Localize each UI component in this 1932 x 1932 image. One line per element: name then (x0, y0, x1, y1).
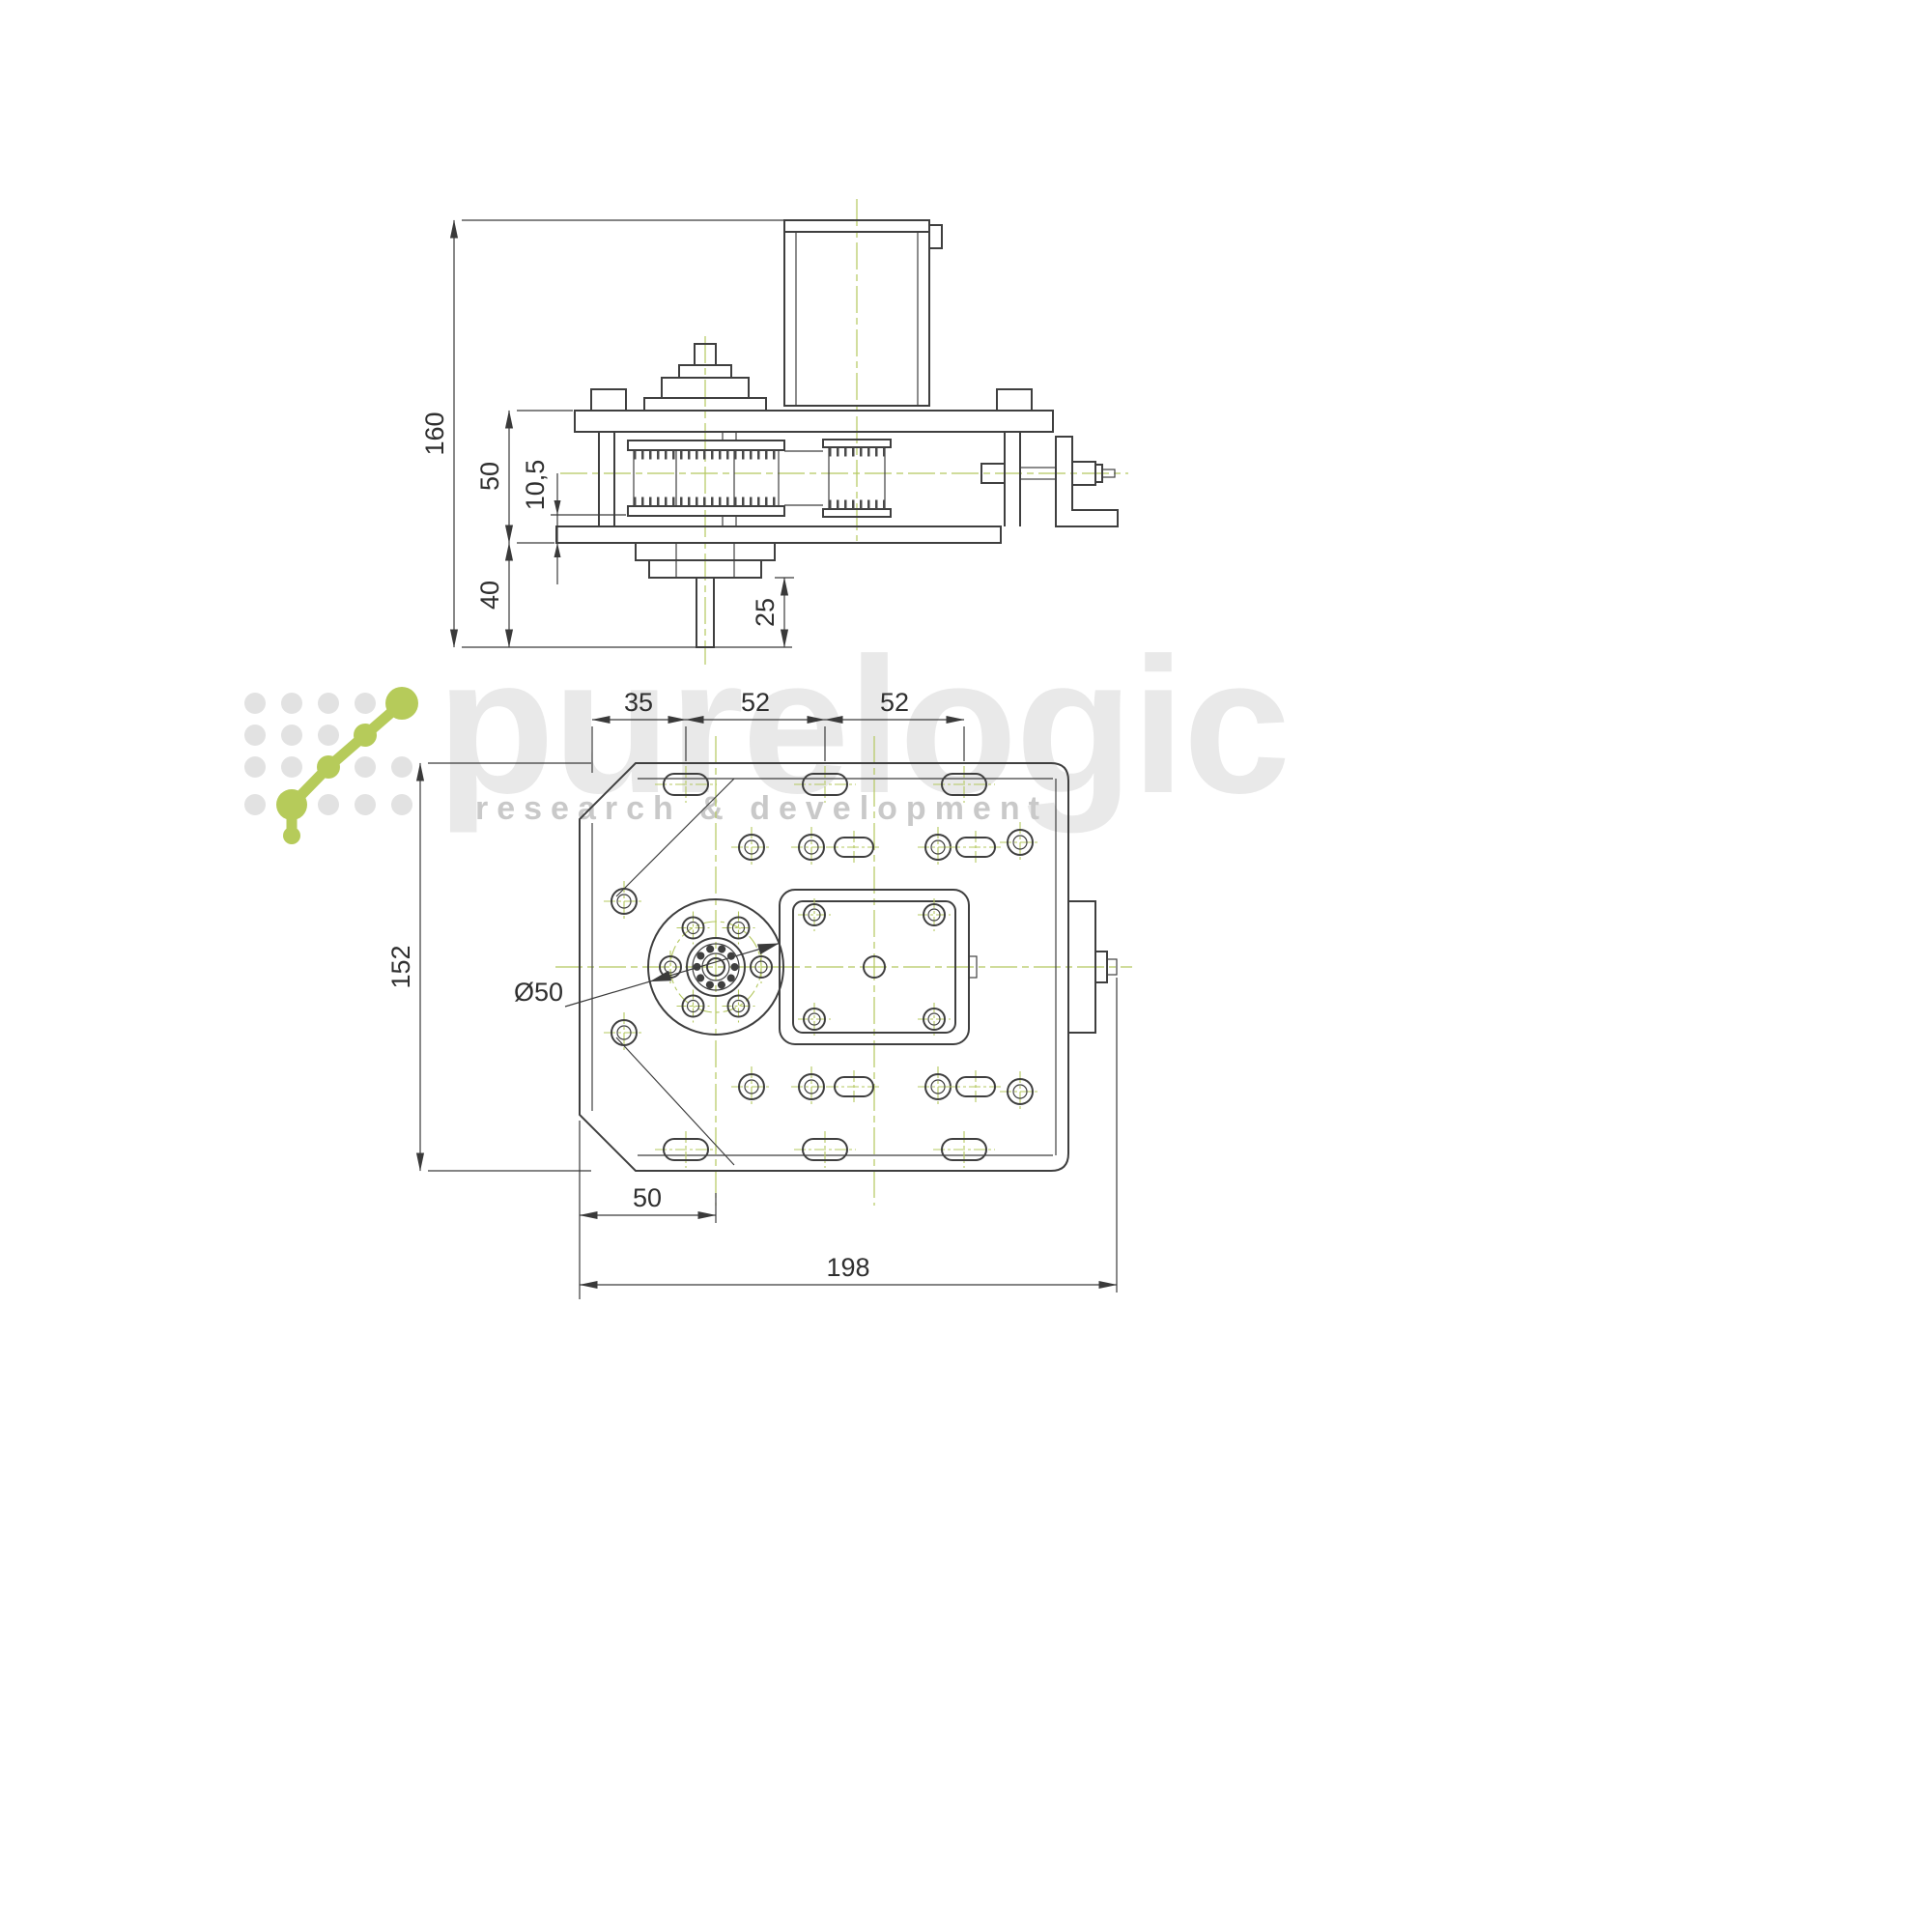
support-plates (598, 432, 1021, 526)
bearing-flange (647, 898, 784, 1036)
dim-dia-50: Ø50 (514, 978, 563, 1007)
side-view-dim-labels: 160 50 10,5 40 25 (420, 412, 780, 627)
dim-10-5: 10,5 (521, 460, 550, 511)
angle-bracket (1055, 436, 1119, 527)
ball-bearing (686, 937, 746, 997)
dim-35: 35 (624, 688, 653, 717)
side-view-dimensions (449, 219, 854, 648)
dim-198: 198 (826, 1253, 869, 1282)
access-cover (779, 889, 978, 1045)
idler-pulley (643, 343, 767, 412)
plan-view-dim-labels: 35 52 52 152 Ø50 50 198 (386, 688, 909, 1282)
dim-50-side: 50 (475, 462, 504, 491)
side-boss (1067, 900, 1118, 1034)
plan-view: 35 52 52 152 Ø50 50 198 (386, 688, 1132, 1299)
dim-52-left: 52 (741, 688, 770, 717)
dim-50-plan: 50 (633, 1183, 662, 1212)
timing-belt (784, 450, 823, 506)
watermark-brand-text: purelogic (437, 618, 1291, 834)
dim-52-right: 52 (880, 688, 909, 717)
plan-view-dimensions (415, 715, 1118, 1299)
watermark-tagline-text: research & development (475, 790, 1048, 827)
side-elevation-view: 160 50 10,5 40 25 (420, 199, 1128, 665)
watermark-logo-icon (243, 669, 427, 858)
bottom-plate (555, 526, 1002, 544)
dim-40: 40 (475, 581, 504, 610)
top-plate (574, 388, 1054, 433)
dim-152: 152 (386, 945, 415, 988)
motor-pulley (822, 439, 892, 518)
side-bolt (980, 461, 1116, 486)
plan-centerlines (555, 736, 1132, 1206)
large-timing-pulley (627, 440, 785, 517)
dim-160: 160 (420, 412, 449, 455)
stepper-motor (783, 219, 943, 407)
dim-25: 25 (751, 598, 780, 627)
